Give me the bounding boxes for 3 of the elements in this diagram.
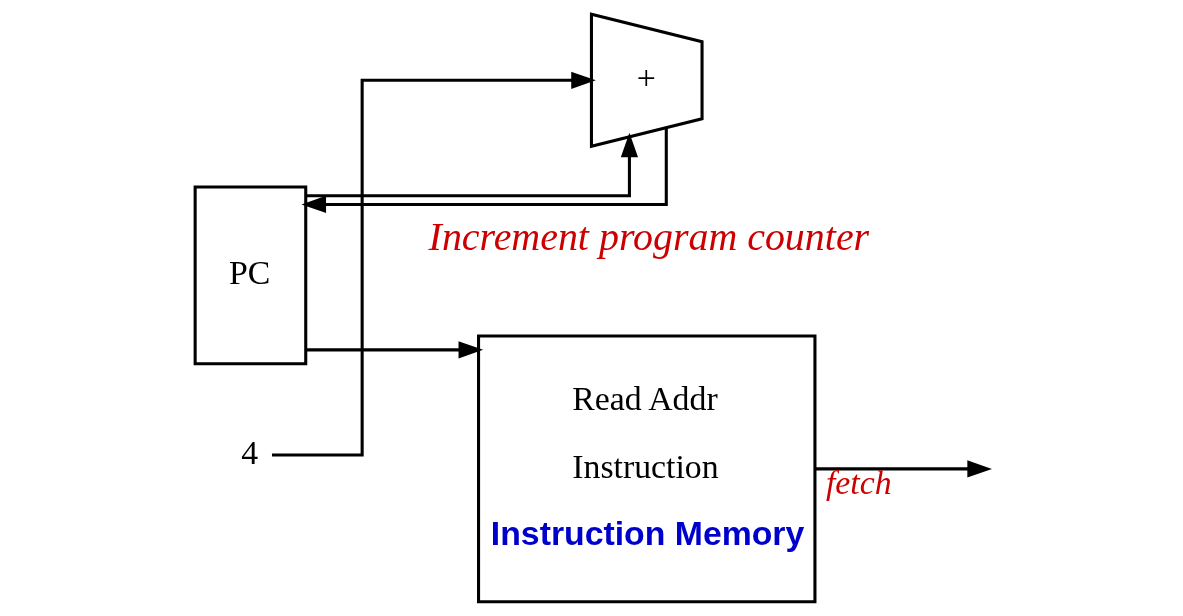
label: Increment program counter <box>428 213 869 259</box>
node-text: 4 <box>240 433 258 471</box>
edge-label: fetch <box>825 464 892 502</box>
